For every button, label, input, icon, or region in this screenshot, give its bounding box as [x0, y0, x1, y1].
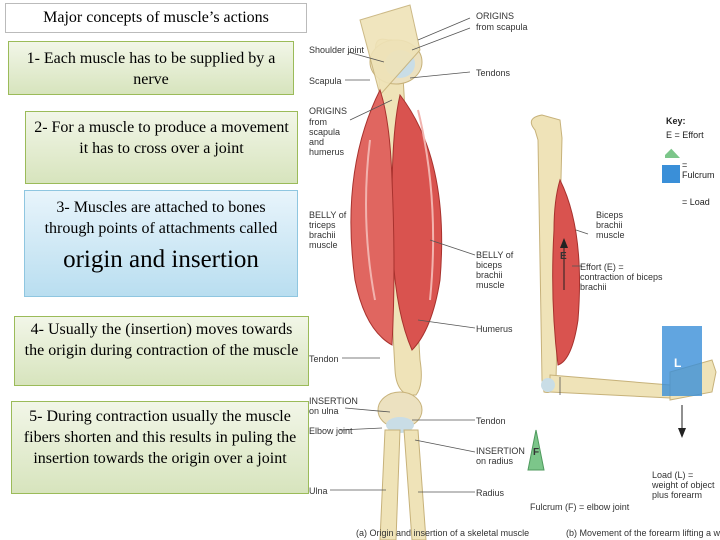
arm-muscle-anatomy-figure: [330, 4, 476, 540]
concept-5-text: 5- During contraction usually the muscle…: [23, 408, 297, 467]
caption-figure-b: (b) Movement of the forearm lifting a we…: [566, 528, 720, 538]
label-from-scapula-humerus: from scapula and humerus: [309, 117, 345, 157]
label-shoulder-joint: Shoulder joint: [309, 45, 365, 55]
label-from-scapula: from scapula: [476, 22, 528, 32]
concept-3-text: 3- Muscles are attached to bones through…: [44, 199, 278, 237]
label-humerus: Humerus: [476, 324, 513, 334]
slide-title: Major concepts of muscle’s actions: [5, 3, 307, 33]
key-effort: E = Effort: [666, 130, 704, 140]
key-fulcrum: F = Fulcrum: [682, 160, 720, 180]
label-origins-2: ORIGINS: [309, 106, 348, 116]
marker-e: E: [560, 251, 567, 262]
concept-box-3: 3- Muscles are attached to bones through…: [24, 190, 298, 297]
concept-1-text: 1- Each muscle has to be supplied by a n…: [26, 50, 276, 88]
slide-title-text: Major concepts of muscle’s actions: [43, 9, 269, 26]
key-fulcrum-text: = Fulcrum: [682, 160, 715, 180]
label-insertion-ulna: INSERTION on ulna: [309, 396, 358, 416]
marker-f: F: [533, 447, 540, 458]
concept-3-emphasis: origin and insertion: [63, 246, 259, 273]
concept-box-2: 2- For a muscle to produce a movement it…: [25, 111, 298, 184]
key-load: L = Load: [682, 197, 710, 207]
label-belly-triceps: BELLY of triceps brachii muscle: [309, 210, 347, 250]
key-load-text: = Load: [682, 197, 710, 207]
caption-figure-a: (a) Origin and insertion of a skeletal m…: [356, 528, 530, 538]
label-tendon-right: Tendon: [476, 416, 506, 426]
key-effort-text: = Effort: [674, 130, 704, 140]
label-radius: Radius: [476, 488, 505, 498]
key-effort-symbol: E: [666, 130, 673, 140]
concept-box-4: 4- Usually the (insertion) moves towards…: [14, 316, 309, 386]
concept-box-1: 1- Each muscle has to be supplied by a n…: [8, 41, 294, 95]
label-scapula: Scapula: [309, 76, 342, 86]
key-title: Key:: [666, 116, 686, 126]
label-tendons: Tendons: [476, 68, 511, 78]
label-load: Load (L) = weight of object plus forearm: [652, 470, 715, 500]
label-tendon-left: Tendon: [309, 354, 339, 364]
label-origins: ORIGINS: [476, 11, 515, 21]
concept-box-5: 5- During contraction usually the muscle…: [11, 401, 309, 494]
label-fulcrum: Fulcrum (F) = elbow joint: [530, 502, 630, 512]
marker-l: L: [674, 356, 682, 370]
concept-2-text: 2- For a muscle to produce a movement it…: [34, 119, 289, 157]
label-ulna: Ulna: [309, 486, 328, 496]
concept-4-text: 4- Usually the (insertion) moves towards…: [24, 321, 299, 359]
label-insertion-radius: INSERTION on radius: [476, 446, 525, 466]
label-biceps-brachii: Biceps brachii muscle: [596, 210, 625, 240]
forearm-lever-figure: [527, 114, 717, 471]
label-elbow-joint: Elbow joint: [309, 426, 353, 436]
label-effort: Effort (E) = contraction of biceps brach…: [580, 262, 663, 292]
label-belly-biceps: BELLY of biceps brachii muscle: [476, 250, 514, 290]
